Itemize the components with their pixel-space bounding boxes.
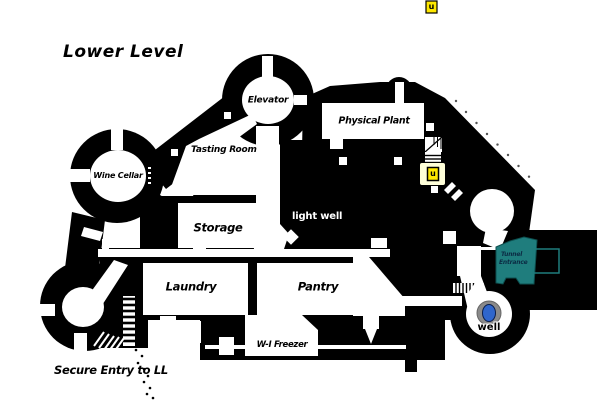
chute-b-box bbox=[363, 316, 379, 329]
room-label-wine-cellar: Wine Cellar bbox=[93, 171, 143, 180]
label-tunnel-entrance-1: Tunnel bbox=[501, 251, 523, 258]
chute-a-box bbox=[160, 316, 176, 329]
main-corridor bbox=[98, 249, 390, 257]
freezer-line-right bbox=[318, 345, 406, 349]
band-door-b bbox=[224, 112, 231, 119]
corridor-left-tick bbox=[102, 239, 109, 250]
corridor-splay bbox=[252, 224, 289, 249]
room-label-storage: Storage bbox=[193, 220, 243, 235]
elevator-right-door bbox=[294, 95, 307, 105]
staircase-southwest-icon bbox=[93, 296, 135, 353]
east-room-a bbox=[443, 231, 456, 244]
corridor-diamond bbox=[283, 229, 299, 245]
wine-cellar-door-dots bbox=[148, 167, 151, 184]
tasting-room-floor bbox=[160, 114, 257, 196]
pantry-room bbox=[257, 263, 353, 315]
room-label-elevator: Elevator bbox=[247, 95, 289, 106]
hall-door-a bbox=[339, 157, 347, 165]
east-tower-room bbox=[470, 189, 514, 233]
east-room-b bbox=[457, 246, 481, 276]
band-door-a bbox=[171, 149, 178, 156]
label-stairs-up: u bbox=[430, 169, 436, 178]
page-title: Lower Level bbox=[63, 42, 184, 62]
chute-slot bbox=[194, 321, 201, 343]
secure-bottom-nub bbox=[75, 350, 86, 356]
dotted-path bbox=[134, 348, 155, 400]
room-label-tasting-room: Tasting Room bbox=[191, 145, 257, 155]
label-top-marker: u bbox=[428, 2, 435, 11]
tunnel-outline-box bbox=[532, 248, 560, 274]
staircase-east-icon bbox=[424, 136, 443, 167]
elevator-top-door bbox=[262, 56, 273, 82]
turret-door bbox=[395, 82, 404, 105]
wine-cellar-room bbox=[90, 150, 146, 202]
corridor-band-wall bbox=[142, 86, 262, 189]
stairs-up-marker bbox=[420, 163, 445, 185]
physical-plant-right-door bbox=[426, 123, 434, 131]
tunnel-entrance-wedge bbox=[495, 236, 538, 285]
tower-arm-wall bbox=[65, 212, 105, 276]
label-well: well bbox=[477, 322, 501, 333]
tunnel-entrance-shape bbox=[495, 236, 560, 285]
edge-stipple bbox=[454, 99, 531, 178]
storage-room bbox=[178, 203, 257, 248]
diagonal-doors-icon bbox=[444, 182, 463, 201]
laundry-room bbox=[143, 263, 248, 315]
top-marker-badge bbox=[425, 0, 438, 14]
secure-bottom-door bbox=[74, 333, 87, 352]
staircase-well-icon bbox=[453, 283, 484, 293]
label-tunnel-entrance-2: Entrance bbox=[499, 258, 528, 266]
secure-entry-corridor bbox=[88, 260, 128, 310]
room-label-freezer: W-I Freezer bbox=[256, 339, 308, 350]
chute-b-funnel bbox=[365, 329, 377, 344]
marker-badge bbox=[426, 166, 440, 182]
elevator-room bbox=[242, 76, 294, 124]
tunnel-link-line bbox=[478, 247, 497, 250]
wine-left-door bbox=[64, 169, 90, 182]
stair-landing-door bbox=[431, 186, 438, 193]
secure-left-door bbox=[38, 304, 55, 316]
label-light-well: light well bbox=[292, 211, 343, 222]
arm-door bbox=[81, 227, 103, 241]
elevator-corridor bbox=[256, 126, 279, 227]
wine-top-door bbox=[111, 126, 123, 150]
well-icon bbox=[476, 300, 502, 326]
physical-plant-room bbox=[322, 103, 424, 139]
freezer-block-wall bbox=[200, 318, 445, 360]
hall-door-b bbox=[394, 157, 402, 165]
well-water bbox=[482, 304, 496, 322]
south-nub-wall bbox=[405, 358, 417, 372]
freezer-room bbox=[245, 315, 318, 356]
room-label-physical-plant: Physical Plant bbox=[338, 115, 410, 127]
well-ring-gap bbox=[518, 336, 546, 364]
label-secure-entry: Secure Entry to LL bbox=[54, 363, 168, 377]
room-label-laundry: Laundry bbox=[165, 279, 217, 294]
room-label-pantry: Pantry bbox=[297, 279, 339, 294]
freezer-side-room bbox=[219, 337, 234, 355]
physical-plant-bottom-door bbox=[330, 139, 343, 149]
chute-a-funnel bbox=[162, 329, 174, 344]
east-corridor bbox=[353, 296, 462, 306]
annex-nook bbox=[371, 238, 387, 248]
